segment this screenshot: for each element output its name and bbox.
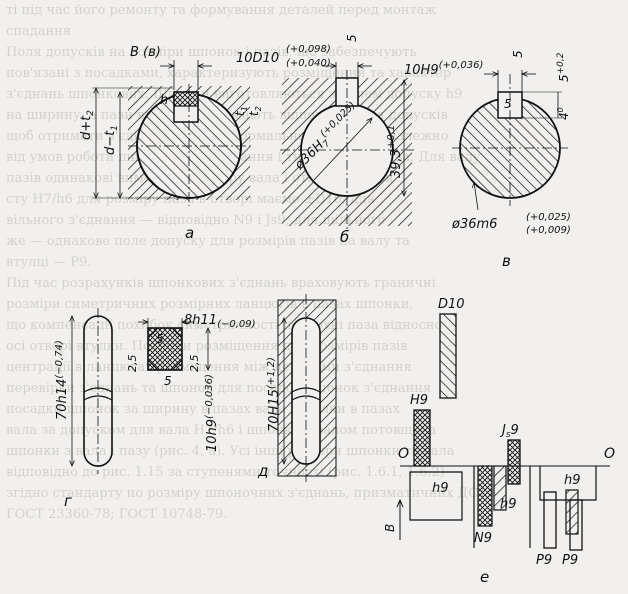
svg-text:D10: D10 bbox=[438, 297, 465, 312]
panel-d-side-b: 2,5 bbox=[188, 355, 201, 373]
panel-e-zero-right: O bbox=[604, 446, 615, 462]
panel-c-slot-depth: 5+0,2 bbox=[556, 52, 571, 82]
panel-c-label: в bbox=[502, 252, 511, 270]
background-text-line: ГОСТ 23360-78; ГОСТ 10748-79. bbox=[6, 507, 228, 522]
panel-a-h: h bbox=[160, 93, 168, 108]
panel-c-depth-small: 40 bbox=[556, 107, 571, 120]
panel-a-width-dim: B (в) bbox=[130, 45, 161, 60]
panel-e-h9-left: h9 bbox=[432, 481, 449, 496]
background-text-line: шпонки з вала і пазу (рис. 4, а). Усі ін… bbox=[6, 444, 455, 459]
background-text-line: згідно стандарту по розміру шпоночних з'… bbox=[6, 486, 497, 501]
panel-c: 10H9(+0,036) 5 5 5+0,2 40 ø36m6 (+0,025)… bbox=[404, 50, 571, 270]
svg-text:P9: P9 bbox=[536, 553, 552, 568]
panel-d-side-a: 2,5 bbox=[126, 355, 139, 373]
panel-e: O O D10 H9 Js9 h9 h9 h9 N9 P9 P9 B е bbox=[383, 297, 615, 586]
panel-b-depth: 39,3+0,1 bbox=[386, 125, 404, 178]
panel-d-height: 10h9(−0,036) bbox=[204, 374, 220, 452]
panel-e-p9-a bbox=[543, 491, 557, 549]
panel-c-shaft-fit: ø36m6 bbox=[451, 217, 497, 232]
panel-a-label: а bbox=[185, 224, 194, 242]
background-text-line: втулці — P9. bbox=[6, 255, 92, 270]
panel-c-shaft-dev-upper: (+0,025) bbox=[526, 212, 571, 223]
panel-e-label: е bbox=[480, 568, 489, 586]
panel-d-key-section bbox=[147, 327, 183, 371]
panel-d-label: д bbox=[257, 462, 268, 480]
panel-b-slot-dev-lower: (+0,040) bbox=[286, 58, 331, 69]
background-text-line: спадання bbox=[6, 24, 71, 39]
panel-e-axis: B bbox=[383, 524, 397, 532]
panel-b: 10D10 (+0,098) (+0,040) 5 ø36H7(+0,025) … bbox=[236, 34, 414, 246]
panel-e-h9-top bbox=[413, 409, 431, 467]
panel-a-d-plus-t2: d+t2 bbox=[79, 110, 96, 140]
panel-d-width: 8h11(−0,09) bbox=[184, 313, 256, 330]
panel-g-length: 70h14(−0,74) bbox=[54, 340, 70, 420]
svg-text:Js9: Js9 bbox=[499, 423, 519, 440]
panel-d: 8h11(−0,09) 5 5 2,5 2,5 10h9(−0,036) 70H… bbox=[126, 294, 337, 482]
panel-e-n9 bbox=[477, 465, 493, 527]
panel-e-h9-mid bbox=[493, 465, 507, 511]
panel-e-zero-left: O bbox=[398, 446, 409, 462]
panel-a-d-minus-t1: d−t1 bbox=[103, 125, 120, 155]
background-text-line: Поля допусків на розміри шпонок і пазів,… bbox=[6, 45, 417, 60]
panel-d-chamfer-b: 5 bbox=[164, 374, 172, 388]
panel-e-d10 bbox=[439, 313, 457, 399]
panel-d-slot-fit: 70H15(+1,2) bbox=[266, 357, 282, 432]
panel-g-label: г bbox=[64, 492, 72, 510]
background-text-line: ті під час його ремонту та формування де… bbox=[6, 3, 437, 18]
svg-text:N9: N9 bbox=[474, 531, 492, 546]
panel-b-slot-dev-upper: (+0,098) bbox=[286, 44, 331, 55]
panel-b-chamfer: 5 bbox=[345, 34, 359, 42]
svg-text:h9: h9 bbox=[500, 497, 517, 512]
panel-e-p9-b bbox=[569, 499, 583, 551]
panel-a-t1: t1 bbox=[233, 106, 249, 116]
panel-c-chamfer: 5 bbox=[511, 50, 525, 58]
panel-c-key-height: 5 bbox=[504, 97, 512, 111]
background-text-line: же — однакове поле допуску для розмірів … bbox=[6, 234, 410, 249]
panel-g: 70h14(−0,74) г bbox=[54, 308, 113, 510]
panel-e-h9-right bbox=[565, 489, 579, 535]
panel-d-chamfer-a: 5 bbox=[156, 332, 164, 346]
panel-a: B (в) d+t2 d−t1 h t1 t2 а bbox=[79, 45, 263, 242]
panel-e-js9 bbox=[507, 439, 521, 485]
panel-c-slot-fit: 10H9(+0,036) bbox=[404, 60, 483, 78]
panel-b-slot-fit: 10D10 bbox=[236, 51, 279, 66]
panel-b-label: б bbox=[340, 228, 349, 246]
svg-text:P9: P9 bbox=[562, 553, 578, 568]
panel-a-t2: t2 bbox=[247, 106, 263, 116]
panel-c-shaft-dev-lower: (+0,009) bbox=[526, 225, 571, 236]
svg-text:H9: H9 bbox=[410, 393, 428, 408]
svg-text:h9: h9 bbox=[564, 473, 581, 488]
background-text-line: Під час розрахунків шпонкових з'єднань в… bbox=[6, 276, 436, 291]
